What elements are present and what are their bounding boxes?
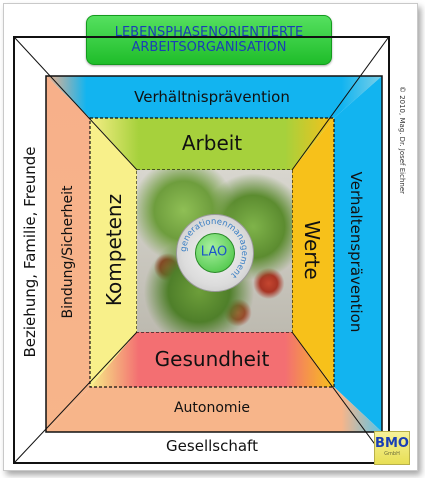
label-autonomie: Autonomie	[173, 400, 251, 416]
generationenmanagement-seal	[176, 214, 254, 292]
label-arbeit: Arbeit	[181, 131, 243, 155]
diagonal-bottom-right	[291, 331, 389, 463]
label-kompetenz: Kompetenz	[102, 193, 126, 307]
bmo-logo-sub: GmbH	[384, 451, 400, 457]
lao-badge	[195, 233, 235, 273]
diagonal-bottom-left	[14, 331, 138, 463]
label-beziehung-familie-freunde: Beziehung, Familie, Freunde	[21, 146, 39, 358]
diagonal-top-right	[291, 37, 389, 171]
bmo-logo-text: BMO	[375, 436, 409, 451]
middle-ring-right	[334, 76, 382, 432]
label-verhaltenspraevention: Verhaltensprävention	[347, 171, 365, 333]
middle-ring-bottom	[46, 387, 382, 432]
lao-label: LAO	[200, 244, 228, 260]
inner-ring-left	[90, 118, 137, 387]
label-verhaeltnispraevention: Verhältnisprävention	[134, 88, 290, 106]
label-werte: Werte	[300, 220, 324, 280]
label-gesellschaft: Gesellschaft	[166, 437, 258, 455]
title-line-2: ARBEITSORGANISATION	[131, 40, 287, 55]
copyright-note: © 2010, Mag. Dr. Josef Eichner	[398, 85, 406, 195]
middle-ring-left	[46, 76, 90, 432]
label-gesundheit: Gesundheit	[154, 347, 270, 371]
inner-ring-bottom	[90, 332, 334, 387]
label-bindung-sicherheit: Bindung/Sicherheit	[60, 185, 76, 319]
middle-border	[45, 75, 383, 433]
outer-square	[13, 36, 390, 464]
inner-ring-right	[292, 118, 334, 387]
bmo-logo: BMO GmbH	[374, 431, 410, 465]
diagonal-top-left	[14, 37, 138, 171]
middle-ring-top	[46, 76, 382, 118]
inner-ring-top	[90, 118, 334, 170]
inner-border-dashed	[89, 117, 335, 388]
